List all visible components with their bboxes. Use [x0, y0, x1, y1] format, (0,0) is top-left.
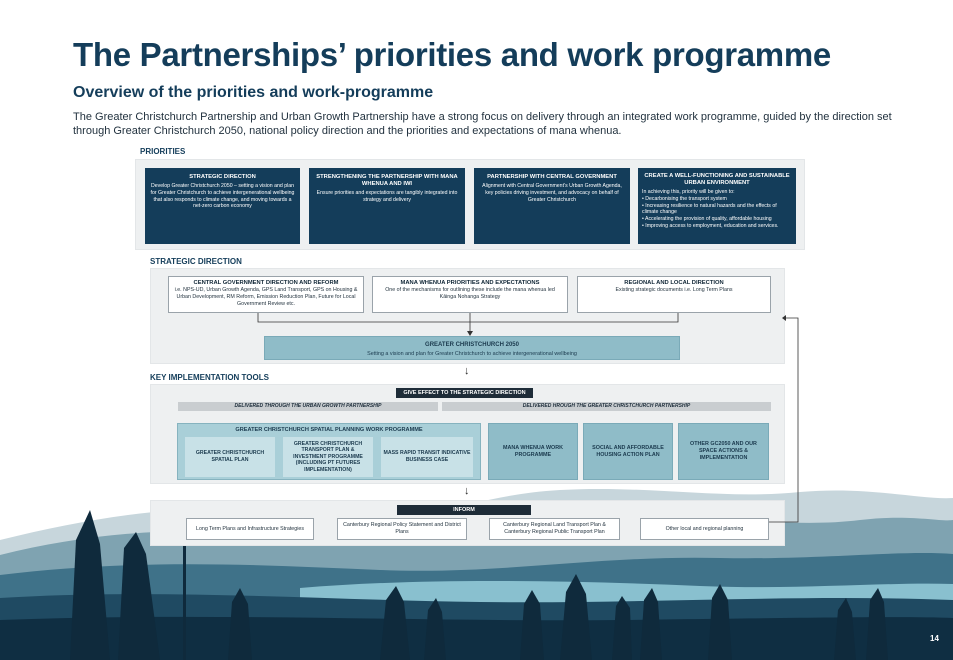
spatial-group-title: GREATER CHRISTCHURCH SPATIAL PLANNING WO…	[235, 427, 423, 433]
priority-desc: In achieving this, priority will be give…	[642, 189, 735, 195]
priority-bullet: Accelerating the provision of quality, a…	[642, 216, 792, 223]
page-subtitle: Overview of the priorities and work-prog…	[73, 84, 434, 101]
regional-local-direction-box: REGIONAL AND LOCAL DIRECTION Existing st…	[577, 276, 771, 313]
key-implementation-tools-label: KEY IMPLEMENTATION TOOLS	[150, 373, 269, 382]
housing-action-plan-box: SOCIAL AND AFFORDABLE HOUSING ACTION PLA…	[583, 423, 673, 480]
delivered-gcp-bar: DELIVERED HROUGH THE GREATER CHRISTCHURC…	[442, 402, 771, 411]
give-effect-bar: GIVE EFFECT TO THE STRATEGIC DIRECTION	[396, 388, 533, 398]
priority-box-strategic-direction: STRATEGIC DIRECTION Develop Greater Chri…	[145, 168, 300, 244]
box-desc: i.e. NPS-UD, Urban Growth Agenda, GPS La…	[174, 287, 358, 307]
spatial-plan-tile: GREATER CHRISTCHURCH SPATIAL PLAN	[185, 437, 275, 477]
gc2050-desc: Setting a vision and plan for Greater Ch…	[367, 351, 577, 357]
box-title: MANA WHENUA PRIORITIES AND EXPECTATIONS	[400, 280, 540, 286]
priority-box-urban-environment: CREATE A WELL-FUNCTIONING AND SUSTAINABL…	[638, 168, 796, 244]
inform-box-transport-plan: Canterbury Regional Land Transport Plan …	[489, 518, 620, 540]
down-arrow-icon: ↓	[464, 485, 470, 497]
box-title: CENTRAL GOVERNMENT DIRECTION AND REFORM	[193, 280, 339, 286]
box-desc: One of the mechanisms for outlining thes…	[385, 287, 555, 300]
priority-bullet: Improving access to employment, educatio…	[642, 223, 792, 230]
inform-box-long-term-plans: Long Term Plans and Infrastructure Strat…	[186, 518, 314, 540]
box-desc: Existing strategic documents i.e. Long T…	[615, 287, 733, 293]
down-arrow-icon: ↓	[464, 365, 470, 377]
greater-christchurch-2050-box: GREATER CHRISTCHURCH 2050 Setting a visi…	[264, 336, 680, 360]
priority-desc: Develop Greater Christchurch 2050 – sett…	[150, 183, 295, 210]
priority-title: STRATEGIC DIRECTION	[189, 174, 256, 180]
inform-box-regional-policy: Canterbury Regional Policy Statement and…	[337, 518, 467, 540]
priority-bullets: Decarbonising the transport system Incre…	[642, 196, 792, 230]
priority-box-mana-whenua: STRENGTHENING THE PARTNERSHIP WITH MANA …	[309, 168, 465, 244]
mana-whenua-priorities-box: MANA WHENUA PRIORITIES AND EXPECTATIONS …	[372, 276, 568, 313]
delivered-ugp-bar: DELIVERED THROUGH THE URBAN GROWTH PARTN…	[178, 402, 438, 411]
box-title: REGIONAL AND LOCAL DIRECTION	[624, 280, 724, 286]
priority-title: CREATE A WELL-FUNCTIONING AND SUSTAINABL…	[644, 173, 790, 186]
transport-plan-tile: GREATER CHRISTCHURCH TRANSPORT PLAN & IN…	[283, 437, 373, 477]
priority-title: PARTNERSHIP WITH CENTRAL GOVERNMENT	[487, 174, 617, 180]
priority-bullet: Decarbonising the transport system	[642, 196, 792, 203]
priority-bullet: Increasing resilience to natural hazards…	[642, 203, 792, 217]
central-government-direction-box: CENTRAL GOVERNMENT DIRECTION AND REFORM …	[168, 276, 364, 313]
other-gc2050-actions-box: OTHER GC2050 AND OUR SPACE ACTIONS & IMP…	[678, 423, 769, 480]
landscape-illustration	[0, 488, 953, 660]
mass-rapid-transit-tile: MASS RAPID TRANSIT INDICATIVE BUSINESS C…	[381, 437, 473, 477]
inform-bar: INFORM	[397, 505, 531, 515]
strategic-direction-label: STRATEGIC DIRECTION	[150, 257, 242, 266]
priority-desc: Alignment with Central Government’s Urba…	[482, 183, 622, 203]
priority-desc: Ensure priorities and expectations are t…	[316, 190, 458, 203]
priority-box-central-government: PARTNERSHIP WITH CENTRAL GOVERNMENT Alig…	[474, 168, 630, 244]
page-title: The Partnerships’ priorities and work pr…	[73, 36, 831, 73]
page-intro: The Greater Christchurch Partnership and…	[73, 111, 892, 137]
mana-whenua-work-programme-box: MANA WHENUA WORK PROGRAMME	[488, 423, 578, 480]
priority-title: STRENGTHENING THE PARTNERSHIP WITH MANA …	[316, 174, 458, 187]
priorities-label: PRIORITIES	[140, 147, 186, 156]
inform-box-other-planning: Other local and regional planning	[640, 518, 769, 540]
page-number: 14	[930, 634, 939, 643]
gc2050-title: GREATER CHRISTCHURCH 2050	[425, 342, 519, 348]
